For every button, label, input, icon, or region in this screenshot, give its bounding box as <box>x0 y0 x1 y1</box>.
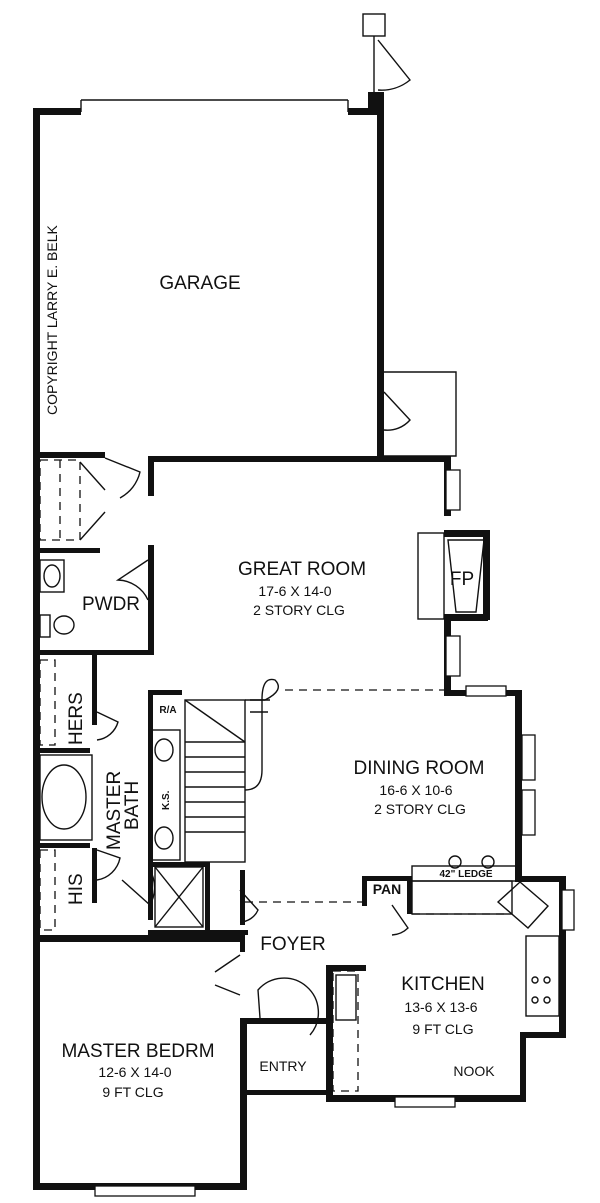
foyer-label: FOYER <box>260 934 325 955</box>
dining-room-size: 16-6 X 10-6 <box>379 782 452 798</box>
master-bath-label-line2: BATH <box>122 781 143 830</box>
pantry-label: PAN <box>373 881 402 897</box>
garage-side-entry <box>362 13 457 457</box>
powder-room-label: PWDR <box>82 594 140 615</box>
kitchen-size: 13-6 X 13-6 <box>404 999 477 1015</box>
windows <box>94 469 575 1197</box>
kitchen-label: KITCHEN <box>401 974 484 995</box>
great-room-note: 2 STORY CLG <box>253 602 345 618</box>
his-closet-label: HIS <box>66 873 87 905</box>
kitchen-fixtures <box>332 855 560 1092</box>
master-bedroom-note: 9 FT CLG <box>102 1084 163 1100</box>
garage-label: GARAGE <box>159 273 240 294</box>
return-air-label: R/A <box>159 705 176 716</box>
nook-label: NOOK <box>453 1063 495 1079</box>
great-room-label: GREAT ROOM <box>238 559 366 580</box>
hers-closet-label: HERS <box>66 692 87 745</box>
master-bedroom-label: MASTER BEDRM <box>61 1041 214 1062</box>
master-bath <box>39 659 204 931</box>
dining-room-label: DINING ROOM <box>354 758 485 779</box>
stair <box>184 678 279 863</box>
walls <box>33 108 566 1190</box>
ledge-label: 42" LEDGE <box>439 869 492 880</box>
hall-closets <box>39 457 141 541</box>
knee-space-label: K.S. <box>161 790 172 810</box>
kitchen-note: 9 FT CLG <box>412 1021 473 1037</box>
copyright-text: COPYRIGHT LARRY E. BELK <box>44 224 60 415</box>
fireplace-label: FP <box>450 569 474 590</box>
fireplace <box>417 532 485 620</box>
powder-room <box>39 559 149 638</box>
master-bedroom-size: 12-6 X 14-0 <box>98 1064 171 1080</box>
great-room-size: 17-6 X 14-0 <box>258 583 331 599</box>
entry-label: ENTRY <box>259 1058 307 1074</box>
dining-room-note: 2 STORY CLG <box>374 801 466 817</box>
garage-door <box>80 99 349 112</box>
master-bath-label-line1: MASTER <box>104 771 125 850</box>
entry-doors <box>214 889 320 1036</box>
